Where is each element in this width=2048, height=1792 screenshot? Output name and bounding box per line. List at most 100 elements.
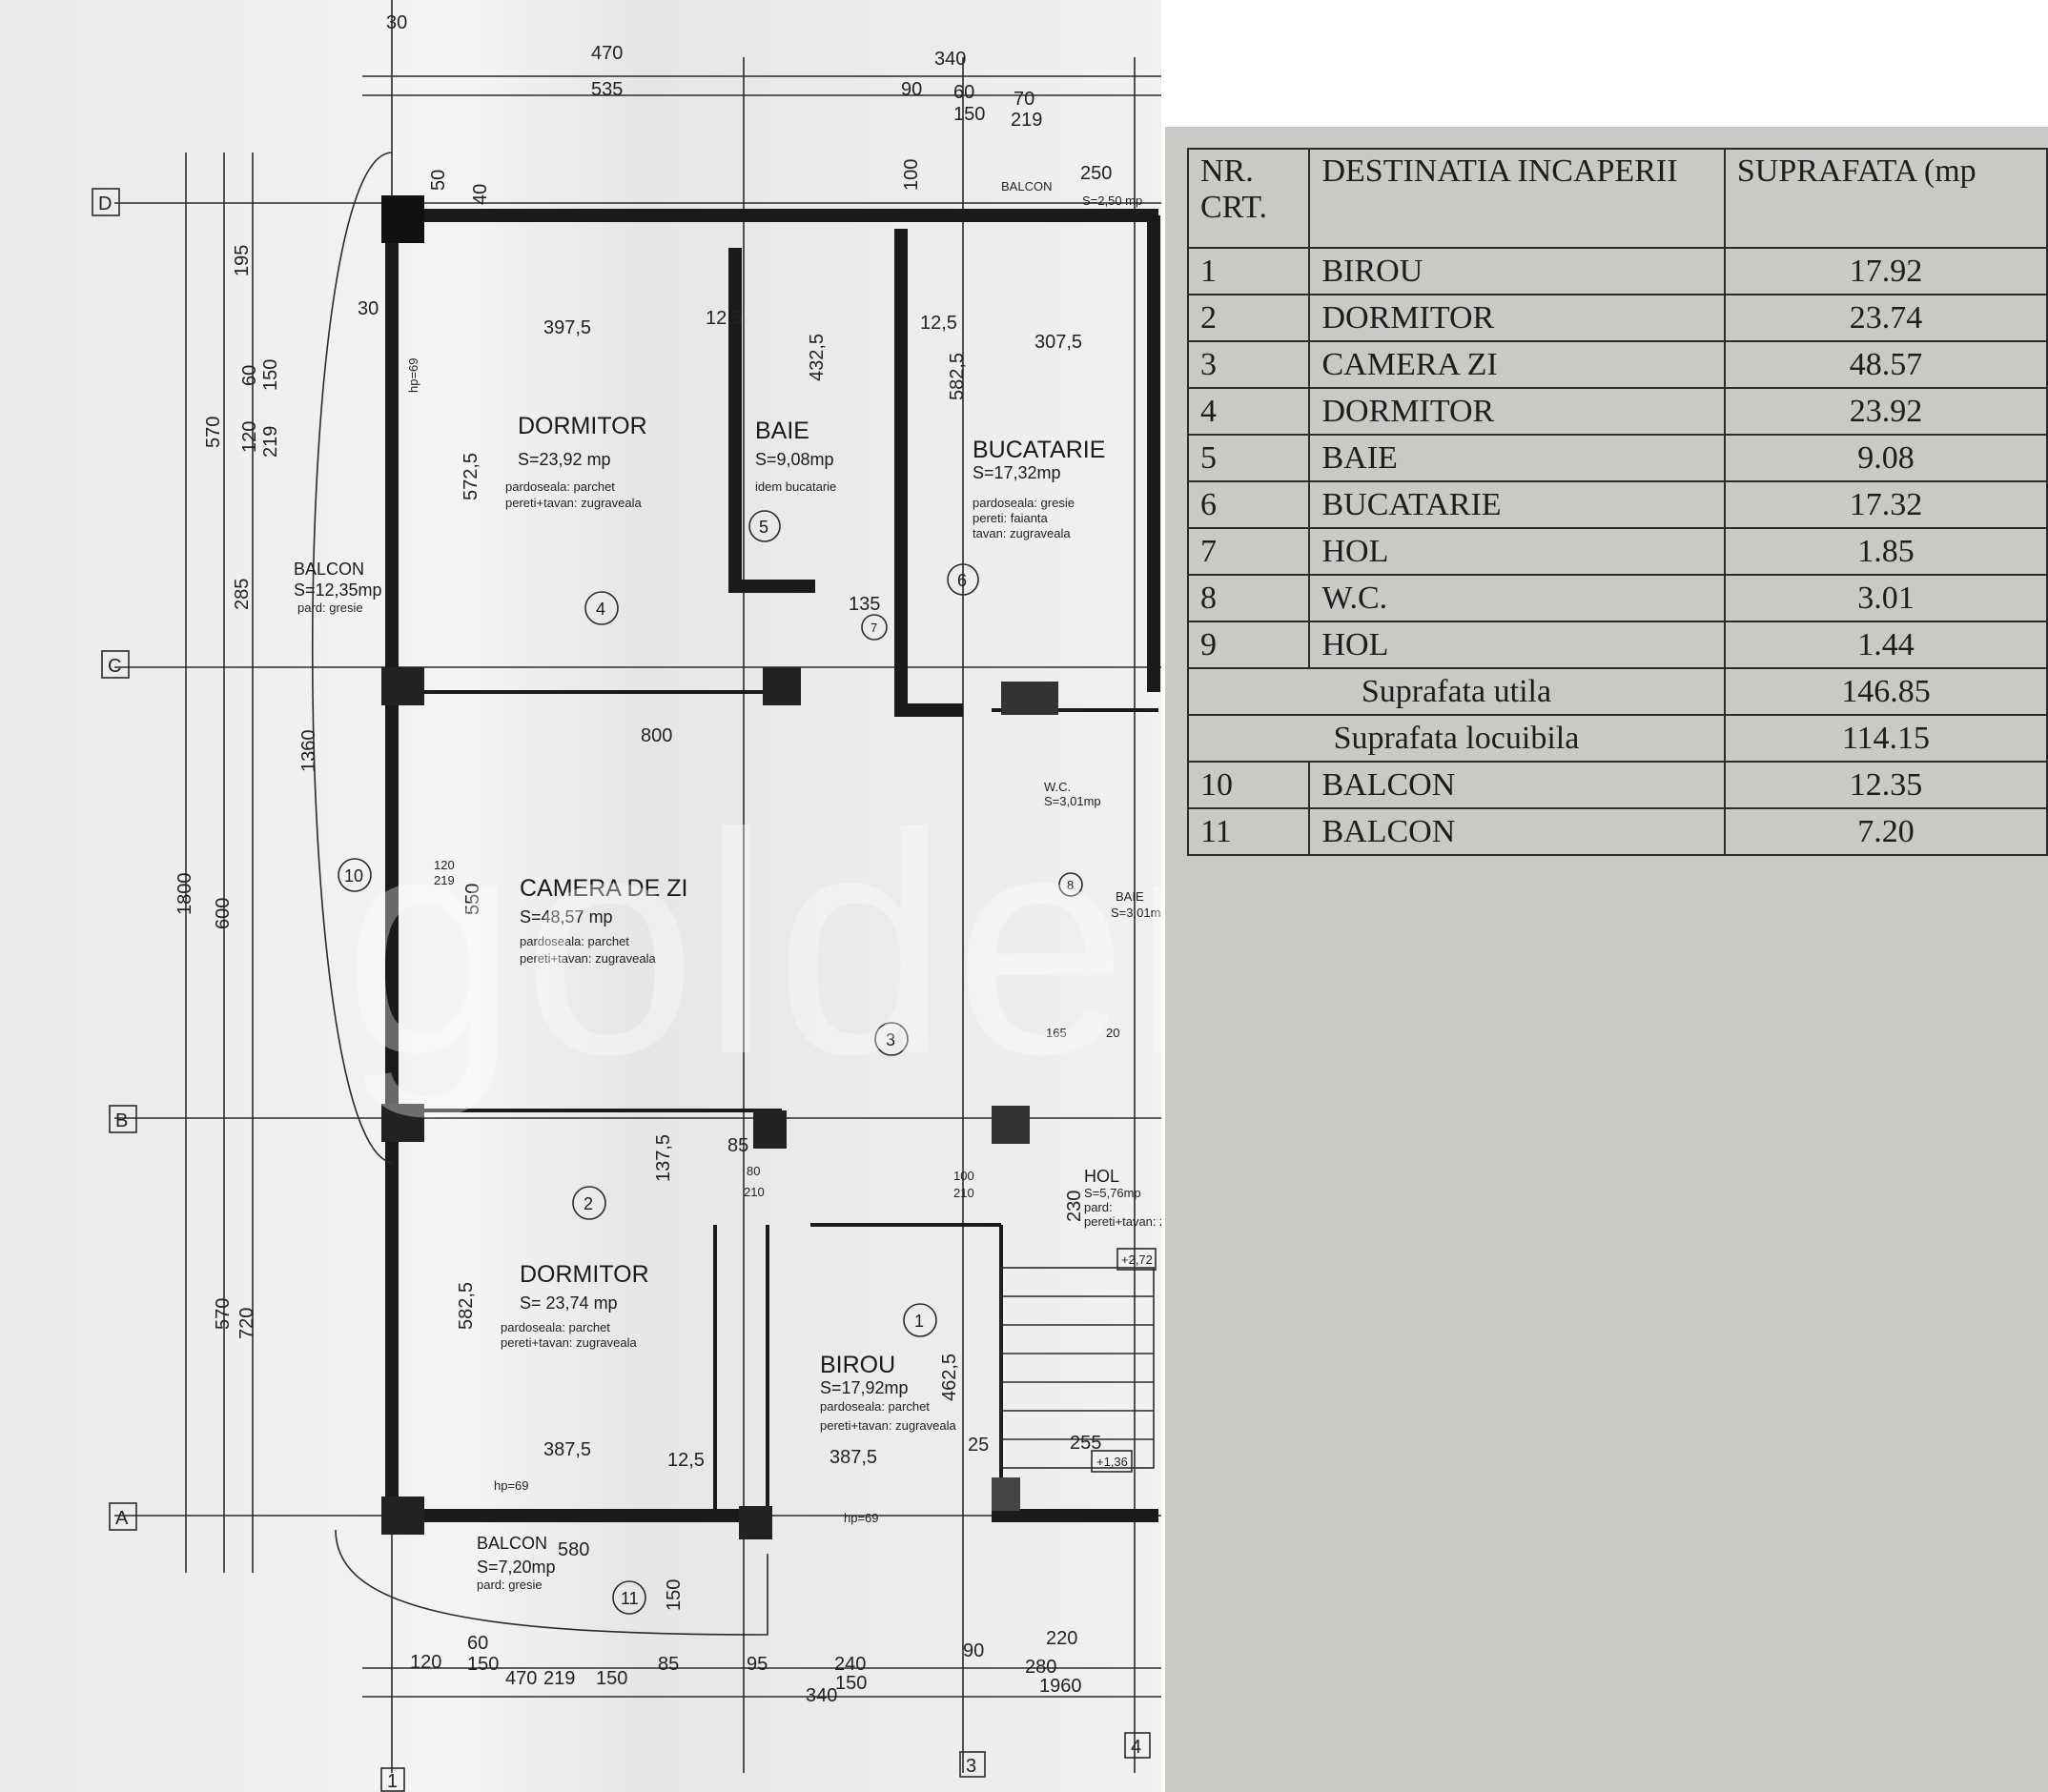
svg-text:8: 8: [1067, 878, 1074, 892]
svg-text:S=2,50 mp: S=2,50 mp: [1082, 193, 1142, 208]
row-number: 2: [1186, 294, 1311, 342]
svg-text:6: 6: [957, 571, 967, 590]
floor-plan-drawing: D C B A 1 3 4 DORMITOR S=23,92 mp pardos…: [92, 0, 1161, 1792]
svg-text:572,5: 572,5: [461, 453, 481, 500]
svg-text:387,5: 387,5: [543, 1439, 591, 1460]
svg-text:BIROU: BIROU: [820, 1352, 895, 1378]
balcony-11-outline: [335, 1529, 768, 1636]
area-table-panel: NR. CRT. DESTINATIA INCAPERII SUPRAFATA …: [1165, 127, 2048, 1792]
svg-text:pereti+tavan: zugraveala: pereti+tavan: zugraveala: [505, 496, 643, 510]
row-room-name: BALCON: [1308, 761, 1726, 809]
grid-lines: [114, 0, 1161, 1773]
svg-text:DORMITOR: DORMITOR: [520, 1261, 649, 1288]
row-room-name: HOL: [1308, 621, 1726, 669]
svg-text:pard:: pard:: [1084, 1200, 1113, 1214]
room-balcon-10: BALCON S=12,35mp pard: gresie 10: [294, 560, 382, 892]
svg-text:S=17,32mp: S=17,32mp: [973, 463, 1061, 482]
svg-text:470: 470: [505, 1668, 537, 1689]
row-area: 1.44: [1723, 621, 2048, 669]
svg-text:pereti: faianta: pereti: faianta: [973, 511, 1049, 525]
svg-text:120: 120: [239, 421, 260, 453]
svg-text:100: 100: [953, 1169, 974, 1183]
row-area: 7.20: [1723, 807, 2048, 856]
svg-text:120: 120: [410, 1652, 441, 1673]
svg-text:S=17,92mp: S=17,92mp: [820, 1378, 909, 1397]
svg-text:90: 90: [901, 79, 922, 100]
axis-D: D: [98, 193, 112, 214]
floor-plan: D C B A 1 3 4 DORMITOR S=23,92 mp pardos…: [0, 0, 1161, 1792]
svg-text:250: 250: [1080, 163, 1112, 184]
svg-text:BAIE: BAIE: [755, 417, 809, 444]
svg-text:137,5: 137,5: [653, 1134, 674, 1182]
svg-text:150: 150: [664, 1579, 685, 1611]
svg-text:210: 210: [953, 1186, 974, 1200]
svg-text:1960: 1960: [1039, 1676, 1082, 1697]
svg-text:80: 80: [747, 1164, 760, 1178]
room-baie: BAIE S=9,08mp idem bucatarie 5: [748, 417, 836, 542]
header-area: SUPRAFATA (mp: [1723, 148, 2048, 249]
row-area: 48.57: [1723, 340, 2048, 389]
svg-text:219: 219: [543, 1668, 575, 1689]
row-room-name: BALCON: [1308, 807, 1726, 856]
svg-text:+1,36: +1,36: [1096, 1455, 1128, 1469]
row-number: 3: [1186, 340, 1311, 389]
svg-text:pereti+tavan: zugraveala: pereti+tavan: zugraveala: [520, 951, 657, 966]
svg-text:hp=69: hp=69: [406, 357, 420, 393]
svg-text:25: 25: [968, 1435, 989, 1456]
svg-text:7: 7: [870, 621, 877, 635]
svg-text:pard: gresie: pard: gresie: [297, 601, 363, 615]
svg-text:150: 150: [835, 1673, 867, 1694]
axis-1: 1: [387, 1771, 398, 1792]
svg-text:60: 60: [953, 82, 974, 103]
table-row-suprafata-utila: Suprafata utila 146.85: [1187, 667, 2048, 716]
svg-text:240: 240: [834, 1654, 866, 1675]
row-area: 17.92: [1723, 247, 2048, 295]
row-number: 8: [1186, 574, 1311, 622]
svg-text:BALCON: BALCON: [1001, 179, 1052, 193]
svg-text:HOL: HOL: [1084, 1167, 1119, 1186]
table-header-row: NR. CRT. DESTINATIA INCAPERII SUPRAFATA …: [1186, 148, 2048, 249]
svg-text:600: 600: [213, 898, 234, 929]
row-area: 3.01: [1723, 574, 2048, 622]
svg-text:210: 210: [744, 1185, 765, 1199]
svg-text:582,5: 582,5: [947, 353, 968, 400]
svg-text:pard: gresie: pard: gresie: [477, 1578, 543, 1592]
row-room-name: HOL: [1308, 527, 1726, 576]
svg-text:12,5: 12,5: [706, 308, 743, 329]
suprafata-utila-value: 146.85: [1723, 667, 2048, 716]
row-room-name: CAMERA ZI: [1308, 340, 1726, 389]
svg-text:30: 30: [386, 12, 407, 33]
level-markers: +2,72 +1,36: [1091, 1248, 1157, 1473]
svg-text:570: 570: [203, 417, 224, 448]
svg-text:285: 285: [232, 579, 253, 610]
row-number: 7: [1186, 527, 1311, 576]
svg-text:BUCATARIE: BUCATARIE: [973, 437, 1105, 463]
svg-text:CAMERA DE ZI: CAMERA DE ZI: [520, 875, 687, 902]
svg-text:85: 85: [727, 1135, 748, 1156]
svg-text:20: 20: [1106, 1026, 1119, 1040]
svg-text:S=3,01mp: S=3,01mp: [1111, 906, 1161, 920]
svg-text:432,5: 432,5: [807, 334, 828, 381]
table-row-suprafata-locuibila: Suprafata locuibila 114.15: [1187, 714, 2048, 763]
svg-text:340: 340: [934, 49, 966, 70]
svg-text:219: 219: [434, 873, 455, 887]
svg-text:307,5: 307,5: [1034, 332, 1082, 353]
room-balcon-11: BALCON S=7,20mp pard: gresie 11: [477, 1534, 646, 1615]
svg-text:280: 280: [1025, 1657, 1056, 1678]
svg-text:S=5,76mp: S=5,76mp: [1084, 1186, 1141, 1200]
row-room-name: BUCATARIE: [1308, 480, 1726, 529]
svg-text:S=7,20mp: S=7,20mp: [477, 1558, 556, 1577]
svg-text:582,5: 582,5: [456, 1282, 477, 1330]
row-number: 11: [1186, 807, 1311, 856]
row-area: 9.08: [1723, 434, 2048, 482]
row-number: 6: [1186, 480, 1311, 529]
svg-text:40: 40: [470, 184, 491, 205]
header-nr: NR. CRT.: [1186, 148, 1311, 249]
svg-text:pereti+tavan: zugraveala: pereti+tavan: zugraveala: [1084, 1214, 1161, 1229]
svg-text:580: 580: [558, 1539, 589, 1560]
svg-text:720: 720: [236, 1308, 257, 1339]
svg-text:BAIE: BAIE: [1116, 889, 1144, 904]
svg-text:230: 230: [1064, 1191, 1085, 1222]
